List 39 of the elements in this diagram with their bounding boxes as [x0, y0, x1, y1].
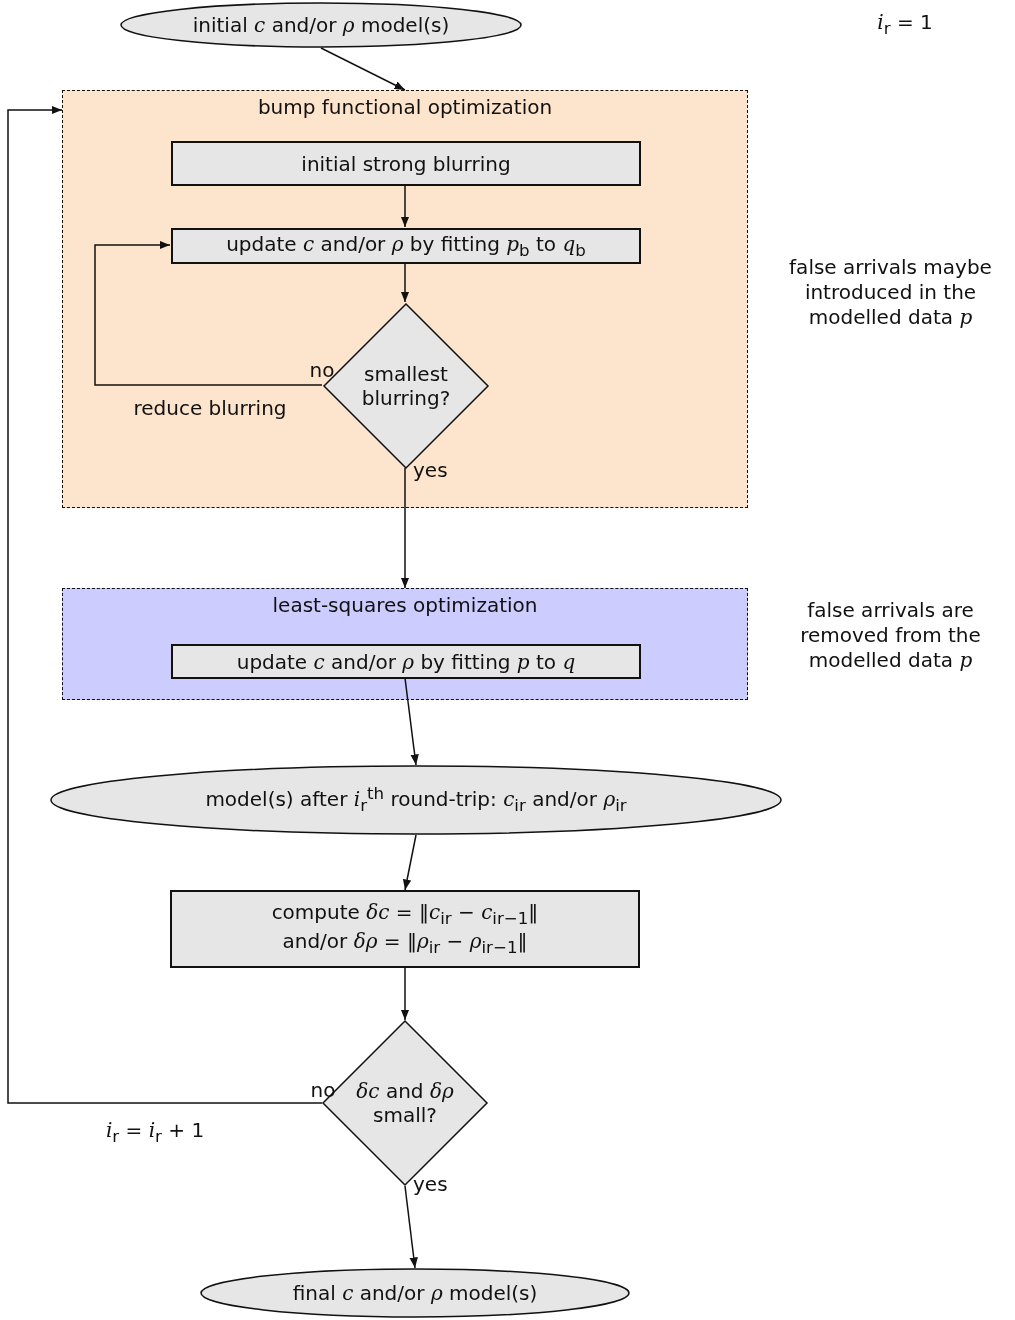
counter-label: i$_{r}$ = 1	[876, 10, 934, 40]
start-ellipse	[120, 2, 522, 48]
arrow	[400, 184, 410, 228]
arrow	[400, 467, 410, 589]
end-ellipse	[200, 1268, 630, 1318]
note: false arrivals are removed from the modelled data p	[799, 598, 982, 673]
process-group	[62, 90, 748, 508]
arrow	[400, 262, 410, 303]
node-text: initial c and/or ρ model(s)	[191, 13, 451, 37]
edge-label: reduce blurring	[132, 396, 288, 421]
arrow	[400, 967, 410, 1021]
edge-label: yes	[413, 458, 449, 483]
group-heading: bump functional optimization	[256, 95, 554, 119]
arrow	[320, 47, 406, 91]
edge-label: yes	[413, 1172, 449, 1197]
process-box	[171, 644, 641, 679]
process-box	[171, 228, 641, 264]
result-ellipse	[50, 765, 782, 835]
node-text: compute δc = ‖c$_{ir}$ − c$_{ir−1}$‖ and/or δρ = ‖ρ$_{ir}$ − ρ$_{ir−1}$‖	[270, 900, 540, 958]
branch-label: no	[308, 358, 336, 383]
arrow	[404, 677, 419, 766]
branch-label: no	[309, 1078, 337, 1103]
node-text: initial strong blurring	[300, 151, 512, 176]
node-text: model(s) after i$_{r}$$^{th}$ round-trip: c$_{ir}$ and/or ρ$_{ir}$	[204, 783, 628, 817]
node-text: update c and/or ρ by fitting p to q	[235, 649, 577, 674]
note: false arrivals maybe introduced in the modelled data p	[788, 255, 993, 330]
arrow	[404, 1185, 418, 1269]
process-box	[170, 890, 640, 968]
process-box	[171, 141, 641, 186]
node-text: smallest blurring?	[360, 362, 452, 410]
group-heading: least-squares optimization	[271, 593, 539, 617]
process-group	[62, 588, 748, 700]
arrow	[94, 240, 323, 386]
node-text: final c and/or ρ model(s)	[291, 1281, 539, 1305]
arrow	[402, 834, 417, 891]
arrow	[7, 105, 323, 1104]
edge-label: i$_{r}$ = i$_{r}$ + 1	[104, 1118, 206, 1148]
node-text: update c and/or ρ by fitting p$_{b}$ to q$_{b}$	[225, 231, 587, 261]
node-text: δc and δρ small?	[355, 1079, 455, 1127]
